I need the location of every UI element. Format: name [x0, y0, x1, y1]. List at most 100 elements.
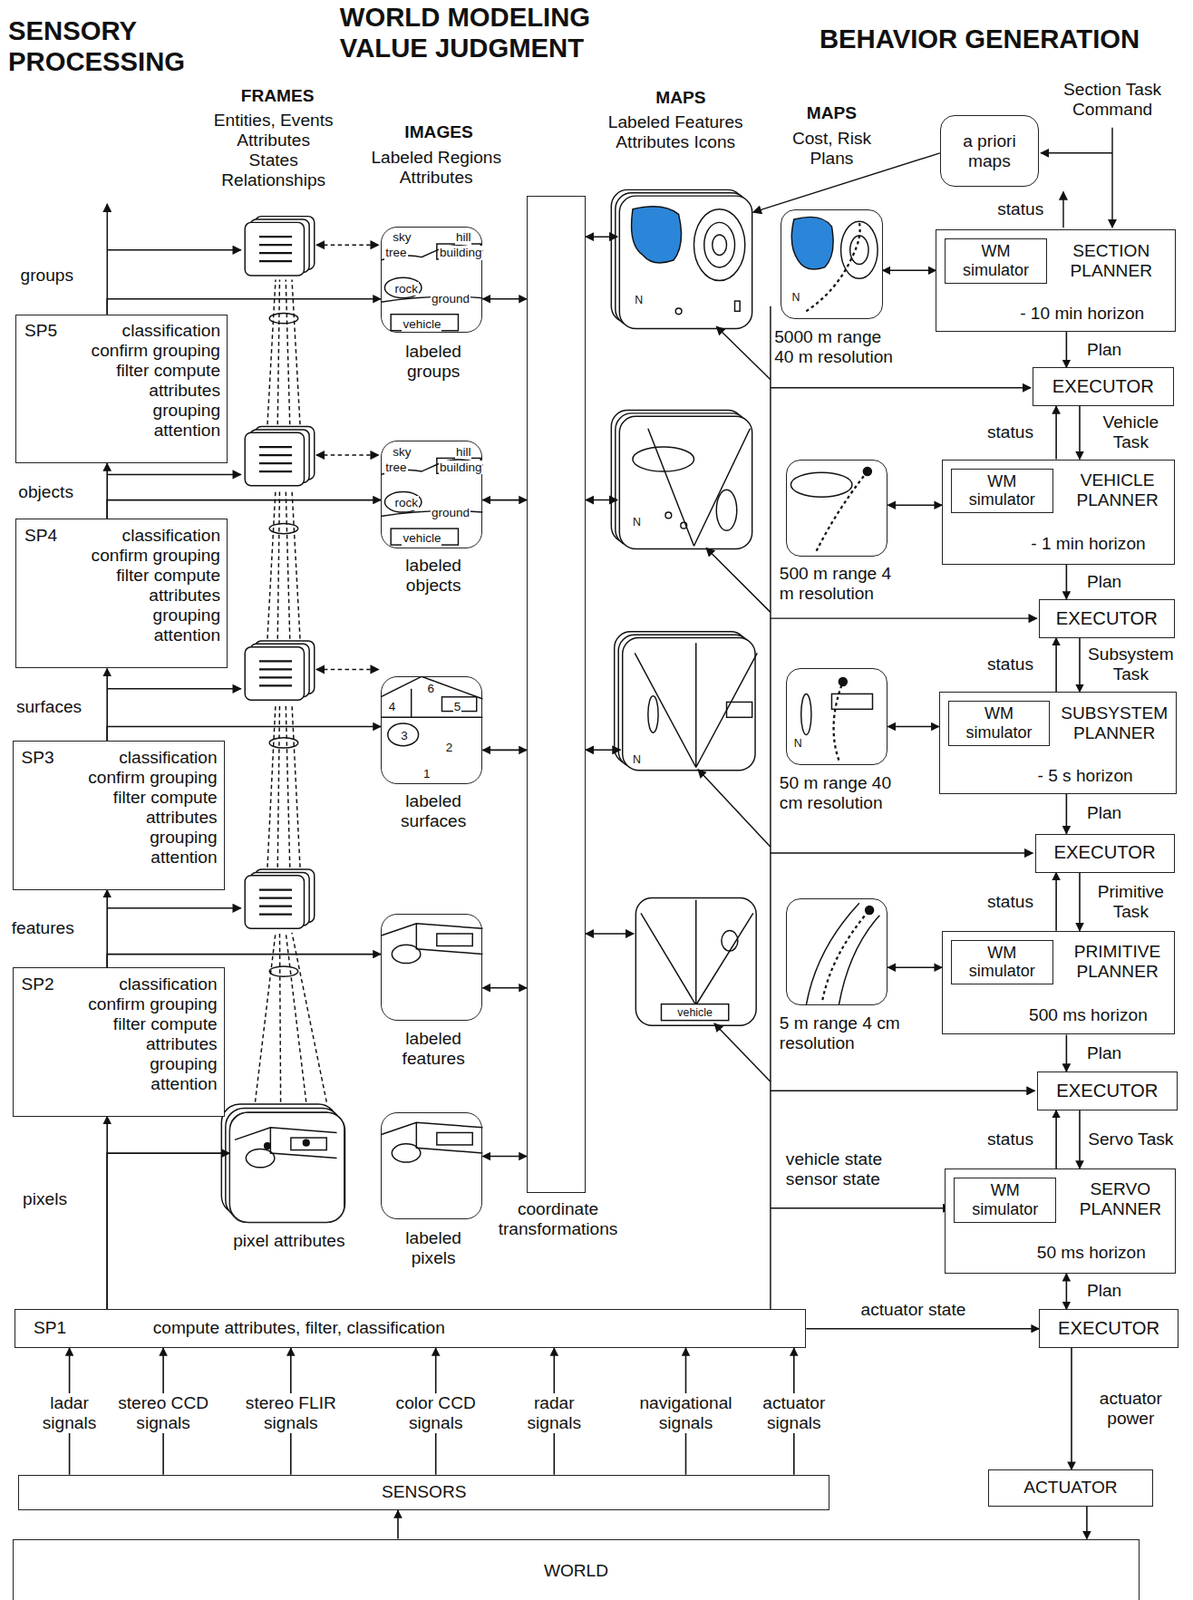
- node-text: pixel attributes: [210, 1231, 369, 1252]
- free-label: Cost, Risk Plans: [780, 128, 883, 169]
- edge-label: stereo FLIR signals: [243, 1393, 339, 1434]
- map-drawings: [675, 308, 682, 315]
- map-wires: [706, 547, 771, 612]
- cost-map: 5 m range 4 cm resolution: [785, 898, 889, 1006]
- free-label: MAPS: [619, 87, 742, 108]
- image-drawings: [221, 243, 483, 1223]
- node-text: labeled features: [381, 1028, 486, 1069]
- map-wires: [1040, 152, 1113, 154]
- free-label: Labeled Regions Attributes: [351, 147, 521, 188]
- executor-box: EXECUTOR: [1035, 834, 1175, 873]
- sensors-band: SENSORS: [18, 1474, 830, 1511]
- free-label: FRAMES: [216, 86, 340, 107]
- node-text: classification confirm grouping filter c…: [85, 320, 221, 441]
- map-drawings: [735, 300, 741, 311]
- edge-label: Vehicle Task: [1086, 412, 1176, 453]
- simulator-box: WM simulator: [950, 940, 1054, 986]
- frame-links: [316, 454, 379, 456]
- planner-box: VEHICLE PLANNER- 1 min horizonWM simulat…: [941, 459, 1175, 565]
- edge-label: objects: [5, 482, 88, 503]
- map-wires: [585, 749, 621, 751]
- frame-stacks: [244, 869, 315, 929]
- map-drawings: [838, 677, 847, 686]
- node-text: tree: [384, 460, 408, 476]
- connector: [397, 1510, 399, 1540]
- free-label: N: [794, 737, 803, 750]
- map-wires: [1111, 127, 1113, 228]
- frame-ellipses: [269, 313, 299, 978]
- node-text: a priori maps: [946, 131, 1033, 172]
- image-panel: skyhilltreebuildingrockgroundvehiclelabe…: [380, 440, 484, 548]
- connector: [1066, 1035, 1068, 1073]
- map-drawings: [693, 209, 745, 282]
- edge-label: pixels: [9, 1189, 81, 1210]
- connector: [106, 500, 381, 519]
- edge-label: Plan: [1078, 1280, 1130, 1301]
- node-text: compute attributes, filter, classificati…: [153, 1318, 664, 1339]
- map-drawings: [712, 234, 728, 256]
- image-drawings: [380, 1122, 484, 1163]
- map-drawings: [790, 472, 853, 497]
- node-text: 6: [426, 681, 436, 697]
- executor-box: EXECUTOR: [1038, 599, 1175, 639]
- image-drawings: [380, 676, 484, 718]
- image-drawings: [302, 1139, 310, 1146]
- planner-box: PRIMITIVE PLANNER500 ms horizonWM simula…: [941, 931, 1175, 1036]
- edge-label: Plan: [1078, 339, 1130, 360]
- free-label: N: [634, 293, 643, 307]
- map-drawings: [805, 222, 860, 311]
- image-panel: labeled features: [380, 913, 484, 1021]
- connector: [1066, 1273, 1068, 1310]
- map-drawings: [634, 642, 757, 767]
- free-label: N: [792, 290, 801, 304]
- map-drawings: [665, 512, 672, 519]
- free-label: vehicle: [663, 1006, 728, 1019]
- node-text: SUBSYSTEM PLANNER: [1054, 703, 1175, 744]
- cost-map: 50 m range 40 cm resolution: [785, 668, 889, 766]
- map-drawings: [822, 910, 870, 1000]
- node-text: ACTUATOR: [1023, 1477, 1117, 1498]
- sp-wires: [106, 203, 108, 315]
- node-text: classification confirm grouping filter c…: [82, 747, 218, 868]
- map-wires: [770, 617, 1038, 619]
- node-text: ground: [430, 505, 471, 521]
- map-drawings: [640, 900, 754, 1006]
- sp-box: SP2classification confirm grouping filte…: [12, 967, 225, 1116]
- node-text: - 10 min horizon: [998, 303, 1167, 324]
- edge-label: Subsystem Task: [1086, 644, 1176, 685]
- node-text: sky: [391, 445, 412, 460]
- connector: [1078, 1110, 1081, 1169]
- map-drawings: [716, 489, 738, 531]
- connector: [483, 1155, 527, 1158]
- connector: [1078, 638, 1081, 693]
- free-label: IMAGES: [378, 122, 501, 143]
- map-drawings: [648, 428, 751, 546]
- connector: [106, 299, 381, 315]
- connector: [483, 987, 527, 990]
- edge-label: status: [977, 892, 1043, 912]
- node-text: SENSORS: [381, 1482, 467, 1503]
- image-drawings: [380, 243, 484, 331]
- node-text: labeled objects: [381, 555, 486, 596]
- map-wires: [769, 306, 771, 1310]
- free-label: N: [632, 515, 641, 529]
- node-text: 5: [453, 699, 463, 715]
- map-wires: [770, 387, 1031, 388]
- connector: [805, 1328, 1039, 1330]
- node-text: 50 m range 40 cm resolution: [778, 773, 912, 814]
- image-panel: 645321labeled surfaces: [380, 676, 484, 784]
- frame-links: [267, 489, 301, 639]
- map-drawings: [834, 681, 844, 761]
- connector: [1078, 406, 1081, 460]
- node-text: EXECUTOR: [1056, 608, 1158, 630]
- executor-box: EXECUTOR: [1032, 367, 1174, 407]
- free-label: vehicle state sensor state: [785, 1149, 914, 1190]
- map-drawings: [863, 467, 872, 476]
- node-text: - 1 min horizon: [1004, 533, 1174, 554]
- image-panel: skyhilltreebuildingrockgroundvehiclelabe…: [380, 226, 484, 333]
- node-text: building: [438, 460, 484, 476]
- actuator-box: ACTUATOR: [988, 1469, 1154, 1507]
- connector: [483, 749, 527, 752]
- world-band: WORLD: [12, 1539, 1141, 1600]
- map-drawings: [631, 206, 682, 263]
